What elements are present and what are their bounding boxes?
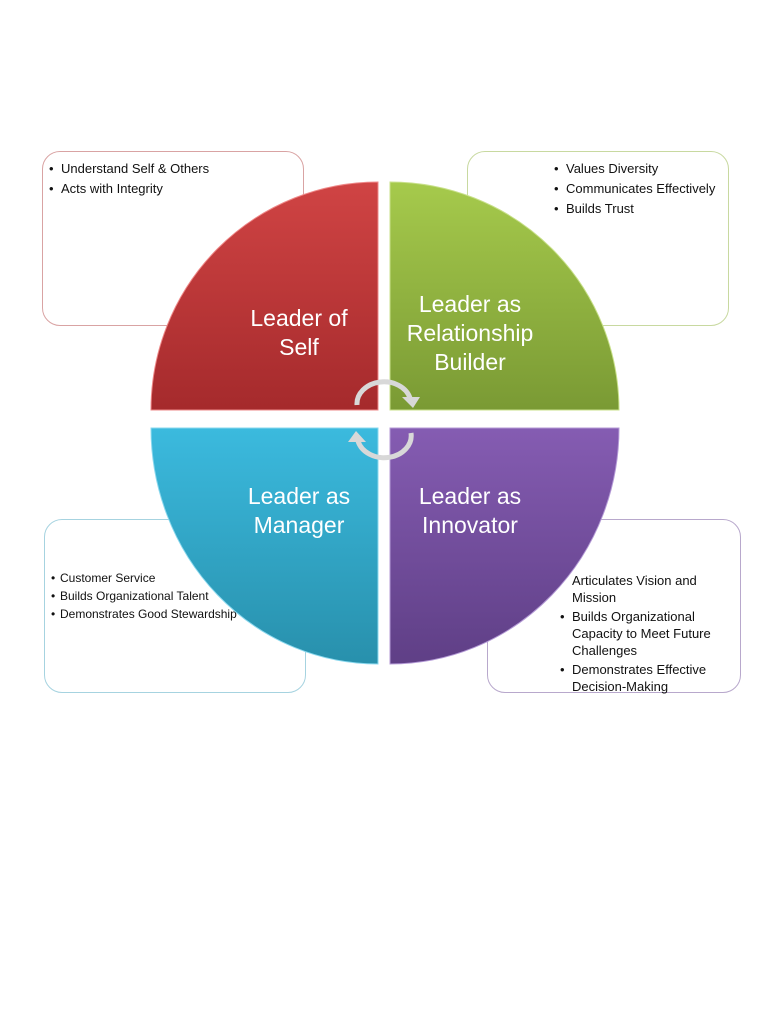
title-line: Leader as bbox=[418, 291, 522, 317]
list-item: Demonstrates Effective Decision-Making bbox=[558, 661, 740, 695]
list-item: Customer Service bbox=[49, 570, 305, 586]
title-line: Relationship bbox=[406, 320, 534, 346]
list-item: Understand Self & Others bbox=[47, 160, 303, 177]
relationship-builder-title: Leader as Relationship Builder bbox=[370, 290, 570, 377]
innovator-title: Leader as Innovator bbox=[370, 482, 570, 540]
cycle-arrow-bottom-icon bbox=[348, 431, 414, 461]
quadrant-manager bbox=[150, 427, 379, 665]
manager-title: Leader as Manager bbox=[199, 482, 399, 540]
title-line: Manager bbox=[253, 512, 345, 538]
list-item: Acts with Integrity bbox=[47, 180, 303, 197]
title-line: Innovator bbox=[422, 512, 518, 538]
list-item: Builds Organizational Capacity to Meet F… bbox=[558, 608, 740, 659]
title-line: Leader as bbox=[247, 483, 351, 509]
quadrant-innovator bbox=[389, 427, 620, 665]
quadrant-leader-of-self bbox=[150, 181, 379, 411]
list-item: Communicates Effectively bbox=[552, 180, 728, 197]
cycle-arrow-top-icon bbox=[354, 379, 420, 408]
quadrant-relationship-builder bbox=[389, 181, 620, 411]
list-item: Demonstrates Good Stewardship bbox=[49, 606, 305, 622]
title-line: Leader as bbox=[418, 483, 522, 509]
list-item: Builds Organizational Talent bbox=[49, 588, 305, 604]
title-line: Builder bbox=[434, 349, 506, 375]
list-item: Values Diversity bbox=[552, 160, 728, 177]
title-line: Self bbox=[279, 334, 319, 360]
title-line: Leader of bbox=[250, 305, 348, 331]
list-item: Builds Trust bbox=[552, 200, 728, 217]
leader-of-self-title: Leader of Self bbox=[199, 304, 399, 362]
